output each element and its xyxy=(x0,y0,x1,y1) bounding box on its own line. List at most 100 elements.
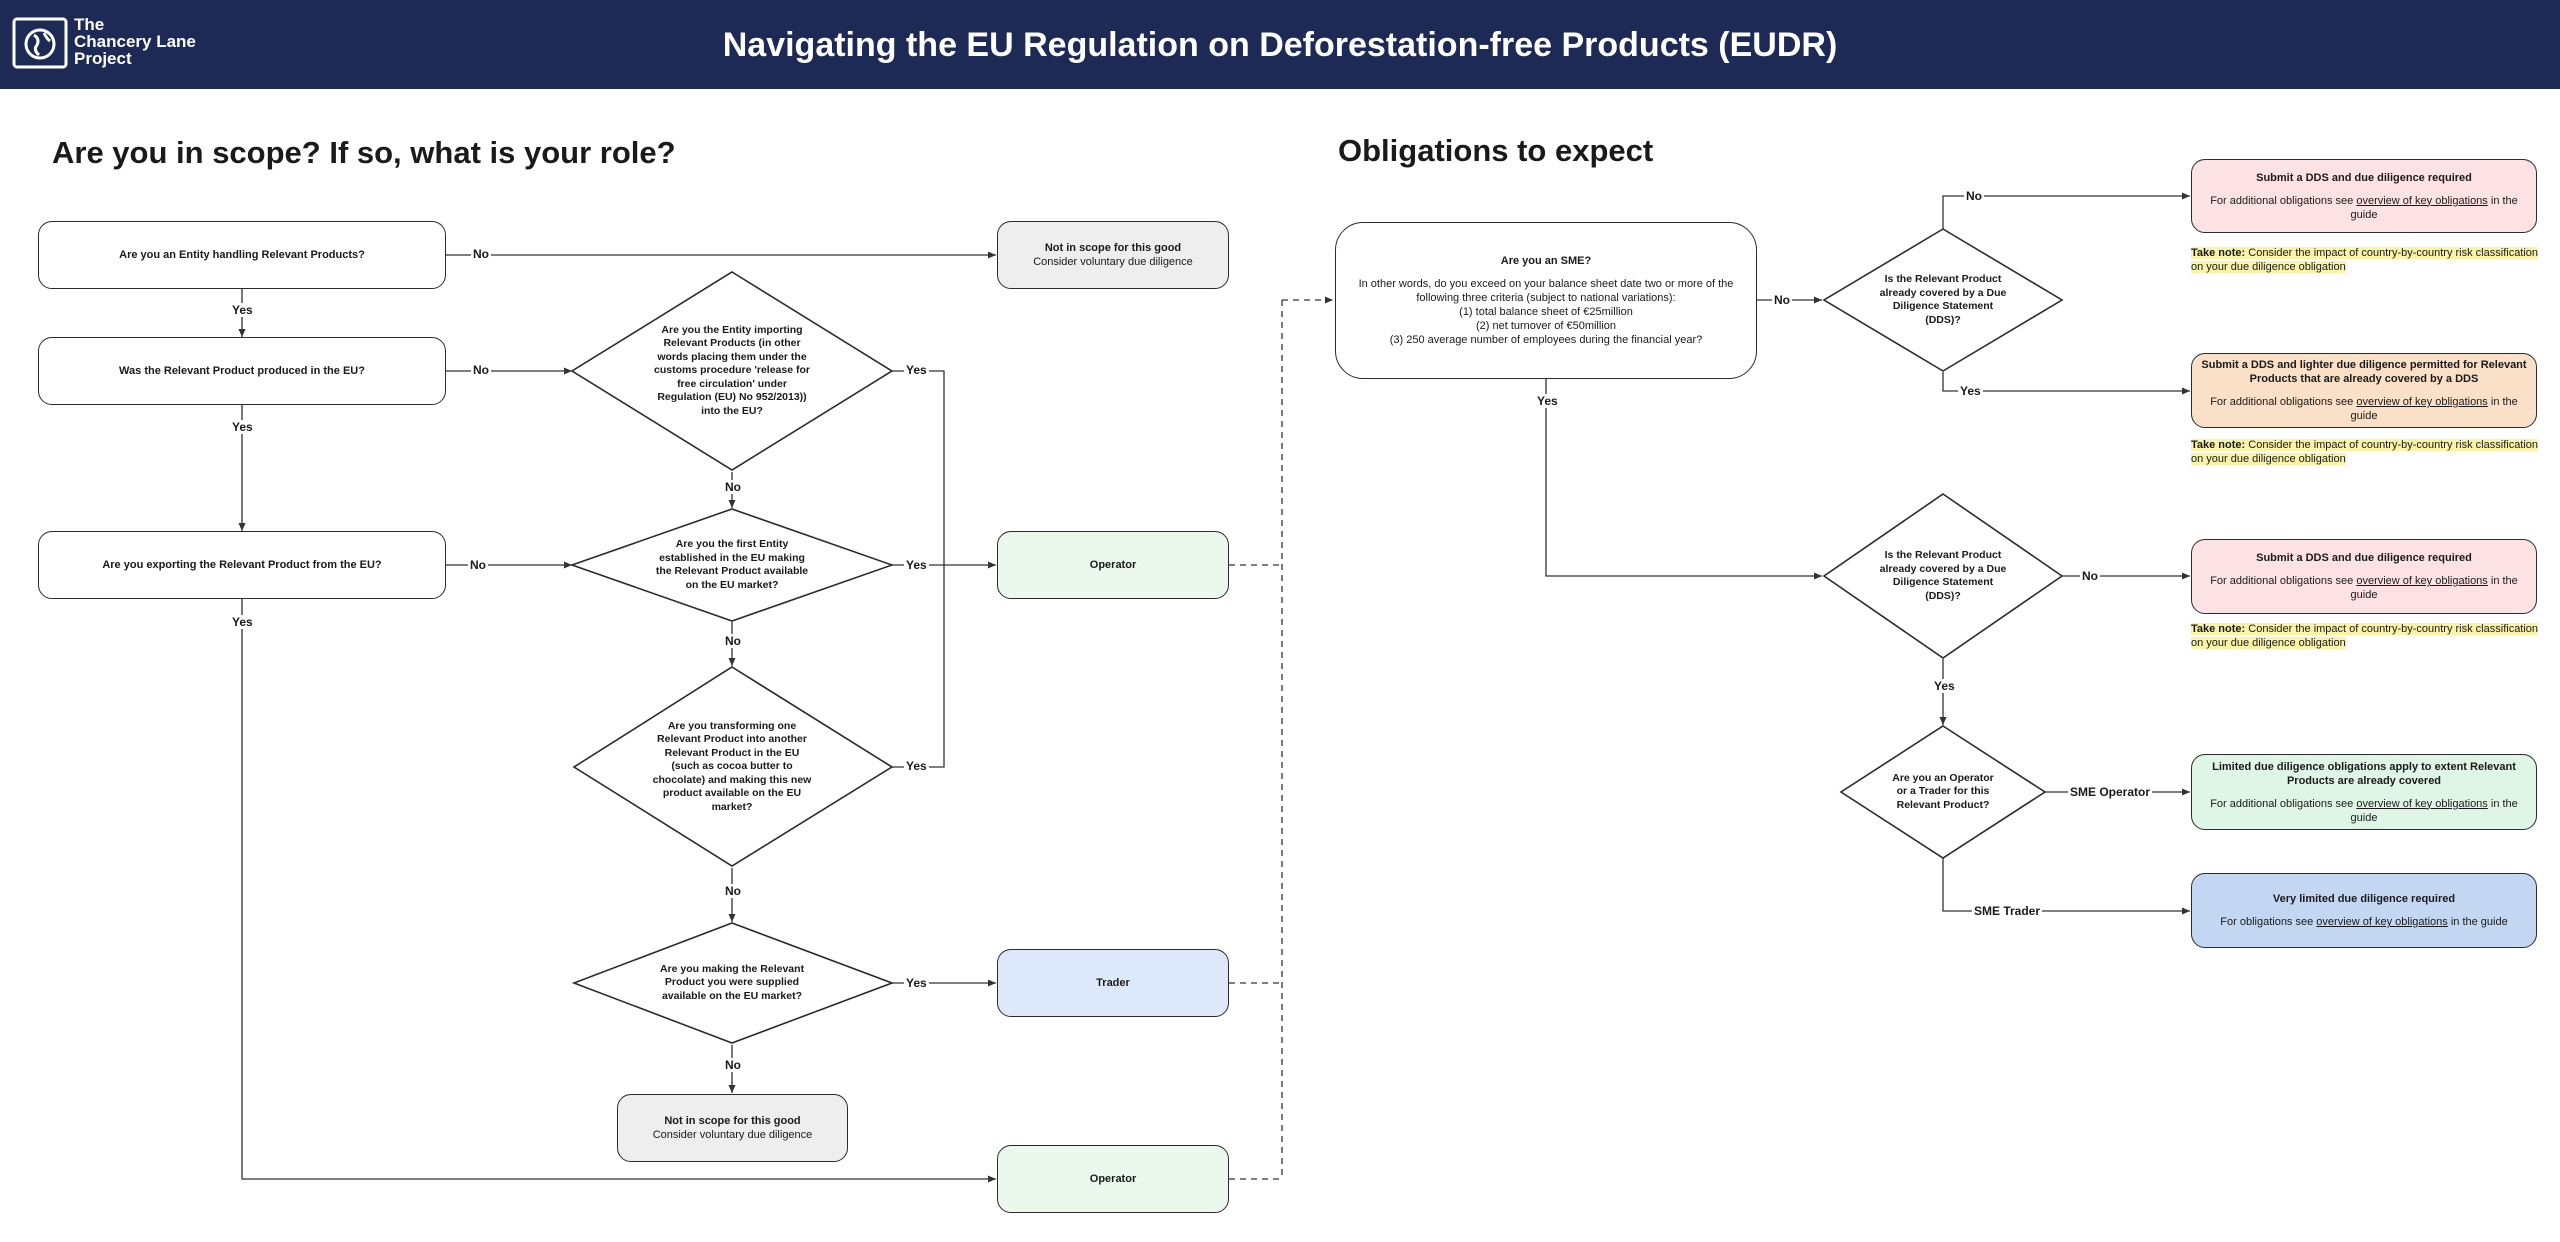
guidance-suffix: in the guide xyxy=(2350,396,2518,422)
brand-line: Project xyxy=(74,49,132,68)
edge-label-yes: Yes xyxy=(230,303,255,317)
brand-line: The xyxy=(74,15,105,34)
key-obligations-link[interactable]: overview of key obligations xyxy=(2356,396,2488,408)
edge-label-yes: Yes xyxy=(230,615,255,629)
outcome-title: Submit a DDS and lighter due diligence p… xyxy=(2201,359,2527,385)
edge-label-yes: Yes xyxy=(904,976,929,990)
page-title: Navigating the EU Regulation on Deforest… xyxy=(722,26,1838,64)
dds-diamond-lower xyxy=(1822,493,2064,659)
guidance-suffix: in the guide xyxy=(2350,797,2518,824)
edge-label-no: No xyxy=(471,363,491,377)
take-note: Take note: Consider the impact of countr… xyxy=(2191,438,2551,466)
key-obligations-link[interactable]: overview of key obligations xyxy=(2356,575,2488,587)
not-in-scope-subtitle: Consider voluntary due diligence xyxy=(652,1129,813,1141)
edge-label-no: No xyxy=(723,1058,743,1072)
edge-label-no: No xyxy=(723,480,743,494)
edge-label-no: No xyxy=(1772,293,1792,307)
guidance-prefix: For additional obligations see xyxy=(2210,396,2354,408)
edge-label-no: No xyxy=(723,884,743,898)
edge-label-yes: Yes xyxy=(230,420,255,434)
outcome-guidance: For additional obligations see overview … xyxy=(2200,395,2528,423)
produced-eu-question-text: Was the Relevant Product produced in the… xyxy=(119,365,365,377)
guidance-suffix: in the guide xyxy=(2350,575,2518,601)
edge-label-no: No xyxy=(2080,569,2100,583)
exporting-question-text: Are you exporting the Relevant Product f… xyxy=(102,559,382,571)
operator-label: Operator xyxy=(1089,1173,1137,1185)
scope-section-title: Are you in scope? If so, what is your ro… xyxy=(52,135,676,170)
entity-question-box: Are you an Entity handling Relevant Prod… xyxy=(38,221,446,289)
edge-label-no: No xyxy=(468,558,488,572)
not-in-scope-box: Not in scope for this good Consider volu… xyxy=(997,221,1229,289)
not-in-scope-title: Not in scope for this good xyxy=(664,1115,801,1127)
outcome-very-limited-dd-box: Very limited due diligence required For … xyxy=(2191,873,2537,948)
edge-label-yes: Yes xyxy=(904,363,929,377)
guidance-prefix: For additional obligations see xyxy=(2210,797,2354,810)
guidance-suffix: in the guide xyxy=(2450,916,2508,928)
edge-label-yes: Yes xyxy=(1535,394,1560,408)
exporting-question-box: Are you exporting the Relevant Product f… xyxy=(38,531,446,599)
edge-label-sme-trader: SME Trader xyxy=(1972,904,2043,918)
outcome-title: Limited due diligence obligations apply … xyxy=(2212,760,2516,787)
key-obligations-link[interactable]: overview of key obligations xyxy=(2356,194,2488,207)
brand-line: Chancery Lane xyxy=(74,32,196,51)
take-note: Take note: Consider the impact of countr… xyxy=(2191,622,2551,650)
making-available-diamond xyxy=(571,922,895,1044)
not-in-scope-title: Not in scope for this good xyxy=(1044,242,1182,254)
outcome-guidance: For obligations see overview of key obli… xyxy=(2220,915,2507,929)
take-note-label: Take note: xyxy=(2191,439,2246,451)
guidance-prefix: For additional obligations see xyxy=(2210,194,2354,207)
produced-eu-question-box: Was the Relevant Product produced in the… xyxy=(38,337,446,405)
outcome-limited-dd-box: Limited due diligence obligations apply … xyxy=(2191,754,2537,830)
outcome-title: Submit a DDS and due diligence required xyxy=(2256,171,2472,184)
sme-question-title: Are you an SME? xyxy=(1500,255,1592,267)
take-note-label: Take note: xyxy=(2191,623,2246,635)
outcome-title: Submit a DDS and due diligence required xyxy=(2256,552,2472,564)
sme-criteria-item: (3) 250 average number of employees duri… xyxy=(1389,334,1703,346)
edge-label-yes: Yes xyxy=(1932,679,1957,693)
outcome-lighter-dd-box: Submit a DDS and lighter due diligence p… xyxy=(2191,353,2537,428)
operator-trader-diamond xyxy=(1839,725,2047,859)
not-in-scope-box: Not in scope for this good Consider volu… xyxy=(617,1094,848,1162)
edge-label-sme-operator: SME Operator xyxy=(2068,785,2153,799)
sme-criteria-item: (2) net turnover of €50million xyxy=(1475,320,1616,332)
outcome-dds-required-box: Submit a DDS and due diligence required … xyxy=(2191,159,2537,233)
take-note: Take note: Consider the impact of countr… xyxy=(2191,246,2551,274)
outcome-title: Very limited due diligence required xyxy=(2272,893,2456,905)
operator-label: Operator xyxy=(1089,559,1137,571)
importing-diamond xyxy=(570,271,894,471)
edge-label-no: No xyxy=(1964,189,1984,203)
outcome-guidance: For additional obligations see overview … xyxy=(2200,194,2528,222)
outcome-dds-required-box: Submit a DDS and due diligence required … xyxy=(2191,539,2537,614)
take-note-label: Take note: xyxy=(2191,247,2246,259)
header-bar: The Chancery Lane Project Navigating the… xyxy=(0,0,2560,89)
take-note-text: Consider the impact of country-by-countr… xyxy=(2191,439,2539,465)
sme-criteria-intro: In other words, do you exceed on your ba… xyxy=(1358,278,1734,304)
outcome-guidance: For additional obligations see overview … xyxy=(2200,574,2528,602)
edge-label-no: No xyxy=(471,247,491,261)
guidance-suffix: in the guide xyxy=(2350,194,2518,221)
first-entity-diamond xyxy=(569,508,895,622)
operator-box: Operator xyxy=(997,531,1229,599)
entity-question-text: Are you an Entity handling Relevant Prod… xyxy=(119,249,365,261)
guidance-prefix: For additional obligations see xyxy=(2210,575,2354,587)
trader-box: Trader xyxy=(997,949,1229,1017)
globe-logo-icon xyxy=(12,17,68,69)
brand-name: The Chancery Lane Project xyxy=(74,16,196,67)
operator-box: Operator xyxy=(997,1145,1229,1213)
take-note-text: Consider the impact of country-by-countr… xyxy=(2191,623,2539,649)
dds-diamond-top xyxy=(1822,228,2064,372)
sme-criteria-item: (1) total balance sheet of €25million xyxy=(1459,306,1633,318)
edge-label-yes: Yes xyxy=(904,759,929,773)
transforming-diamond xyxy=(572,666,894,867)
edge-label-no: No xyxy=(723,634,743,648)
key-obligations-link[interactable]: overview of key obligations xyxy=(2316,916,2448,928)
take-note-text: Consider the impact of country-by-countr… xyxy=(2191,247,2539,273)
obligations-section-title: Obligations to expect xyxy=(1338,133,1654,168)
edge-label-yes: Yes xyxy=(1958,384,1983,398)
key-obligations-link[interactable]: overview of key obligations xyxy=(2356,797,2488,810)
not-in-scope-subtitle: Consider voluntary due diligence xyxy=(1033,256,1193,268)
trader-label: Trader xyxy=(1096,977,1130,989)
guidance-prefix: For obligations see xyxy=(2220,916,2314,928)
outcome-guidance: For additional obligations see overview … xyxy=(2200,797,2528,825)
